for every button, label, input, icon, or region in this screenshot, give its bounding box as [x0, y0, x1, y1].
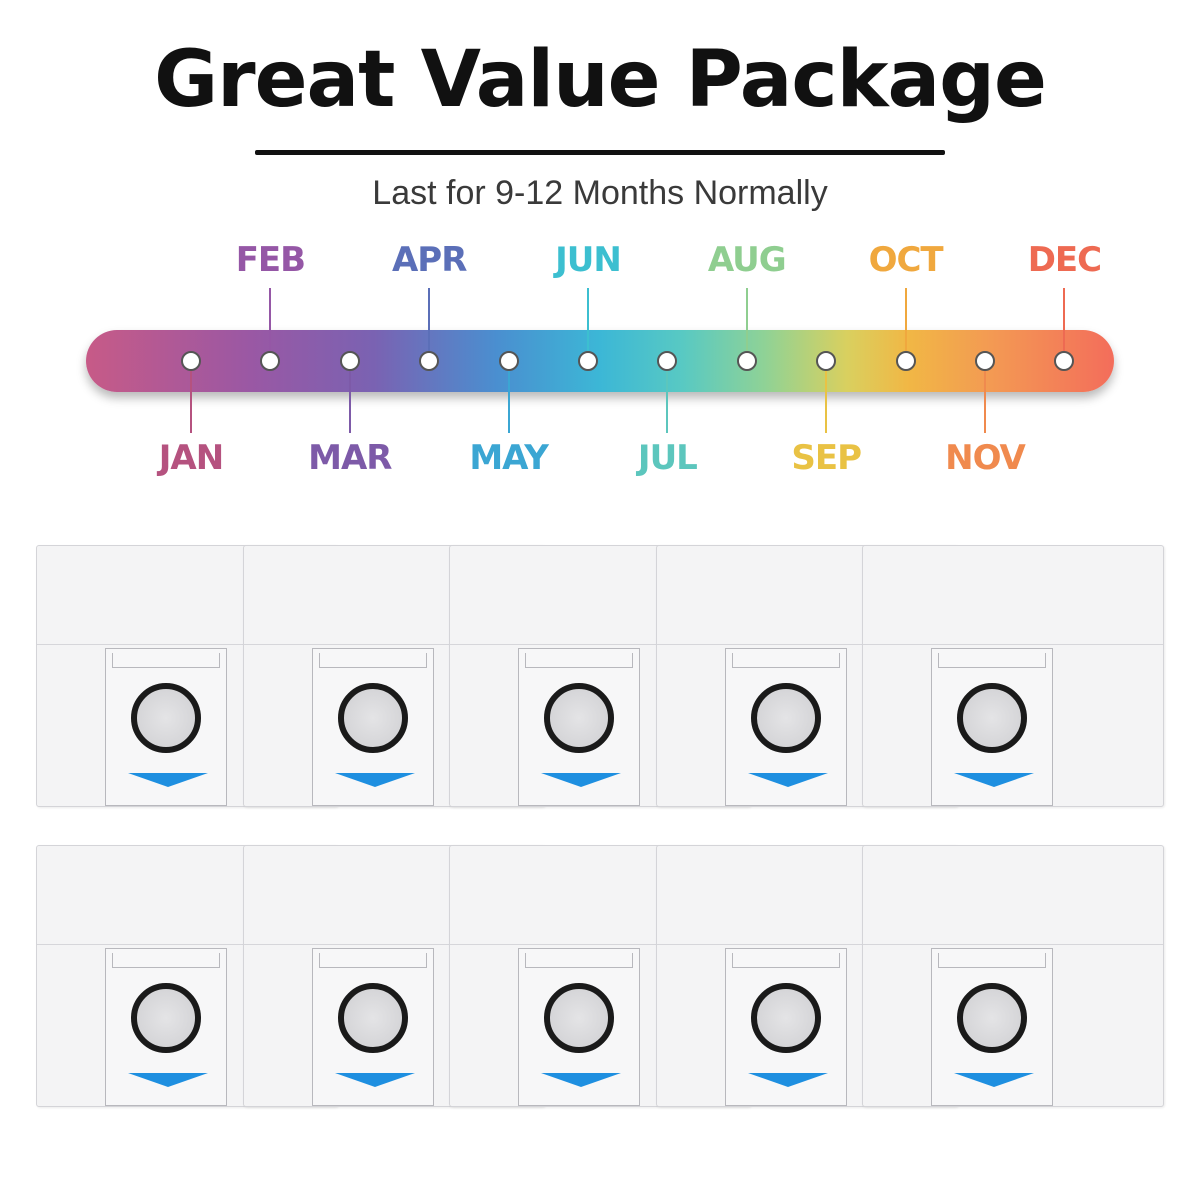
insert-direction-arrow-icon: [747, 1073, 828, 1087]
bag-panel-tab: [731, 953, 840, 968]
insert-direction-arrow-icon: [334, 1073, 415, 1087]
month-label-feb: FEB: [235, 240, 306, 280]
bag-seal-ring-icon: [131, 983, 201, 1053]
bag-seal-ring-icon: [750, 983, 821, 1053]
bag-seal-ring-icon: [544, 983, 614, 1053]
bag-cardboard-panel: [518, 948, 640, 1106]
insert-direction-arrow-icon: [334, 773, 415, 787]
insert-direction-arrow-icon: [954, 773, 1034, 787]
bag-cardboard-panel: [105, 948, 227, 1106]
bag-panel-tab: [525, 653, 633, 668]
timeline-dot-sep: [816, 351, 837, 371]
bag-cardboard-panel: [931, 648, 1053, 806]
bag-seal-ring-icon: [750, 683, 821, 753]
month-label-dec: DEC: [1027, 240, 1102, 280]
bag-seal-ring-icon: [131, 683, 201, 753]
bag-seal-ring-icon: [337, 683, 408, 753]
timeline-tick-nov: [984, 371, 986, 433]
bag-panel-tab: [318, 653, 427, 668]
dust-bag: [862, 845, 1164, 1107]
title-underline: [255, 150, 945, 155]
bag-panel-tab: [525, 953, 633, 968]
month-label-aug: AUG: [707, 240, 787, 280]
month-label-jul: JUL: [637, 438, 698, 478]
timeline-dot-oct: [895, 351, 916, 371]
bag-fold-line: [863, 644, 1163, 645]
insert-direction-arrow-icon: [128, 773, 208, 787]
timeline-dot-jul: [657, 351, 678, 371]
bag-fold-line: [656, 944, 957, 945]
bag-panel-tab: [112, 653, 220, 668]
timeline-tick-may: [507, 371, 510, 433]
insert-direction-arrow-icon: [747, 773, 828, 787]
month-label-mar: MAR: [308, 438, 392, 478]
bag-fold-line: [863, 944, 1163, 945]
bag-fold-line: [450, 644, 750, 645]
page-title: Great Value Package: [154, 35, 1047, 125]
bag-panel-tab: [731, 653, 840, 668]
bag-panel-tab: [938, 953, 1046, 968]
bag-seal-ring-icon: [337, 983, 408, 1053]
timeline-dot-jun: [578, 351, 598, 371]
bag-cardboard-panel: [311, 948, 434, 1106]
bag-panel-tab: [938, 653, 1046, 668]
insert-direction-arrow-icon: [128, 1073, 208, 1087]
timeline-tick-jun: [587, 288, 589, 351]
month-timeline: JAN FEB MAR APR MAY JUN JUL AUG SEP OCT NOV DEC: [0, 230, 1200, 490]
bag-seal-ring-icon: [544, 683, 614, 753]
timeline-dot-may: [498, 351, 519, 371]
timeline-dot-mar: [339, 351, 360, 371]
bag-fold-line: [37, 644, 337, 645]
bag-fold-line: [656, 644, 957, 645]
bag-cardboard-panel: [105, 648, 227, 806]
timeline-dot-aug: [736, 351, 757, 371]
timeline-dot-nov: [975, 351, 995, 371]
subtitle: Last for 9-12 Months Normally: [372, 174, 828, 212]
month-label-jan: JAN: [158, 438, 224, 478]
bag-panel-tab: [318, 953, 427, 968]
timeline-tick-aug: [745, 288, 748, 351]
insert-direction-arrow-icon: [541, 773, 621, 787]
bag-cardboard-panel: [931, 948, 1053, 1106]
timeline-tick-oct: [904, 288, 907, 351]
timeline-dot-dec: [1054, 351, 1075, 371]
insert-direction-arrow-icon: [541, 1073, 621, 1087]
month-label-jun: JUN: [555, 240, 622, 280]
timeline-tick-jul: [666, 371, 669, 433]
bag-cardboard-panel: [311, 648, 434, 806]
timeline-tick-mar: [348, 371, 351, 433]
bag-cardboard-panel: [724, 648, 847, 806]
timeline-dot-apr: [419, 351, 440, 371]
dust-bag-grid: [36, 545, 1166, 1107]
month-label-sep: SEP: [791, 438, 862, 478]
month-label-oct: OCT: [868, 240, 944, 280]
insert-direction-arrow-icon: [954, 1073, 1034, 1087]
bag-cardboard-panel: [724, 948, 847, 1106]
timeline-tick-dec: [1063, 288, 1066, 351]
timeline-dot-jan: [181, 351, 201, 371]
bag-seal-ring-icon: [957, 983, 1027, 1053]
dust-bag: [862, 545, 1164, 807]
bag-fold-line: [243, 944, 544, 945]
timeline-tick-sep: [825, 371, 828, 433]
bag-fold-line: [243, 644, 544, 645]
timeline-tick-feb: [269, 288, 272, 351]
bag-panel-tab: [112, 953, 220, 968]
timeline-dot-feb: [260, 351, 281, 371]
month-label-may: MAY: [469, 438, 549, 478]
bag-seal-ring-icon: [957, 683, 1027, 753]
bag-cardboard-panel: [518, 648, 640, 806]
month-label-nov: NOV: [945, 438, 1026, 478]
timeline-bar: [86, 330, 1114, 392]
bag-fold-line: [37, 944, 337, 945]
timeline-tick-apr: [428, 288, 431, 351]
month-label-apr: APR: [391, 240, 467, 280]
timeline-tick-jan: [190, 371, 192, 433]
bag-fold-line: [450, 944, 750, 945]
